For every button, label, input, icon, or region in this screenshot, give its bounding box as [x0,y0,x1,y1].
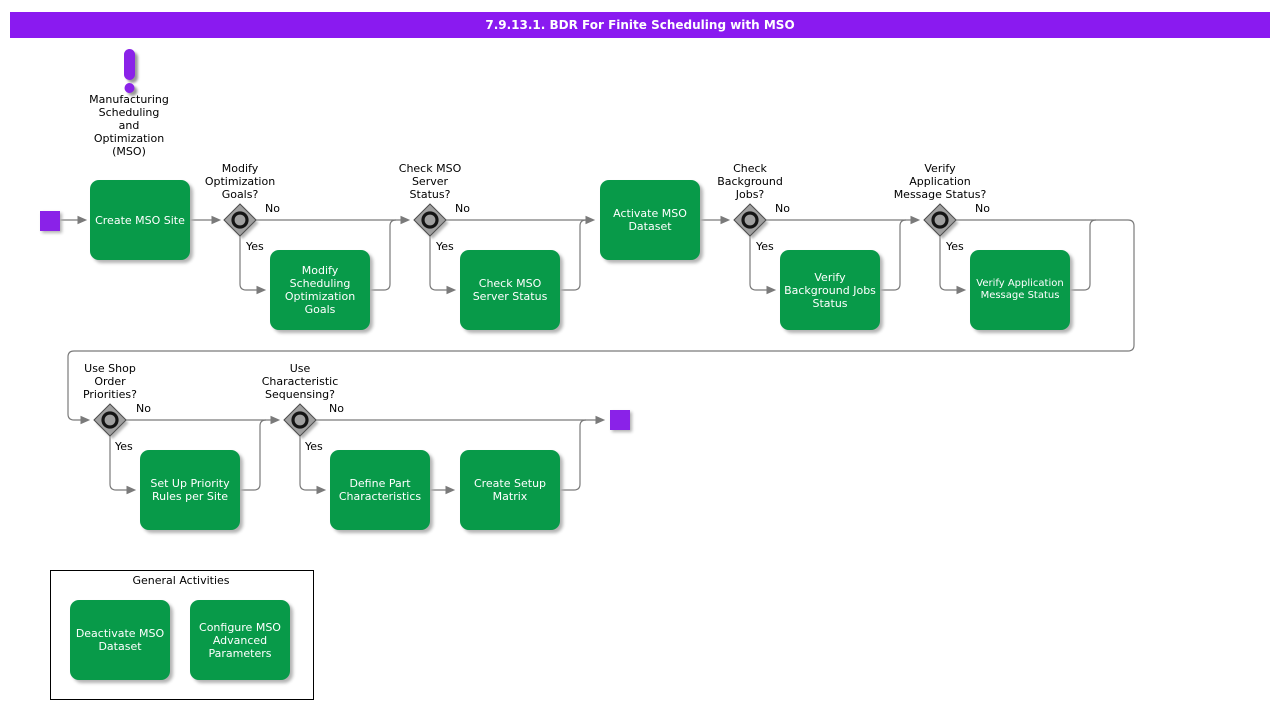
annotation-mso-label: Manufacturing Scheduling and Optimizatio… [89,93,169,158]
activity-label: Define Part Characteristics [338,477,422,503]
decision-label-check-background-jobs: Check Background Jobs? [717,162,783,201]
activity-set-up-priority-rules-per-site[interactable]: Set Up Priority Rules per Site [140,450,240,530]
branch-label-yes: Yes [246,240,264,253]
diagram-title: 7.9.13.1. BDR For Finite Scheduling with… [485,18,795,32]
activity-define-part-characteristics[interactable]: Define Part Characteristics [330,450,430,530]
decision-label-modify-optimization-goals: Modify Optimization Goals? [204,162,276,201]
activity-check-mso-server-status[interactable]: Check MSO Server Status [460,250,560,330]
group-title: General Activities [132,574,230,587]
activity-verify-application-message-status[interactable]: Verify Application Message Status [970,250,1070,330]
gateway-use-characteristic-sequensing[interactable] [283,403,319,439]
gateway-check-mso-server-status[interactable] [413,203,449,239]
connector-gw3-yes [749,236,777,295]
activity-label: Configure MSO Advanced Parameters [199,620,281,660]
activity-label: Modify Scheduling Optimization Goals [284,264,356,316]
gateway-check-background-jobs[interactable] [733,203,769,239]
gateway-use-shop-order-priorities[interactable] [93,403,129,439]
activity-label: Verify Background Jobs Status [784,270,876,310]
activity-label: Activate MSO Dataset [613,207,687,233]
activity-configure-mso-advanced-parameters[interactable]: Configure MSO Advanced Parameters [190,600,290,680]
diagram-title-bar: 7.9.13.1. BDR For Finite Scheduling with… [10,12,1270,38]
activity-label: Create Setup Matrix [473,477,547,503]
activity-activate-mso-dataset[interactable]: Activate MSO Dataset [600,180,700,260]
gateway-verify-application-message-status[interactable] [923,203,959,239]
branch-label-yes: Yes [305,440,323,453]
connector-priority-merge [240,419,267,491]
branch-label-yes: Yes [115,440,133,453]
exclamation-icon [124,49,138,96]
connector-gw2-yes [429,236,457,295]
branch-label-no: No [975,202,990,215]
branch-label-yes: Yes [946,240,964,253]
decision-label-verify-application-message-status: Verify Application Message Status? [893,162,987,201]
activity-label: Create MSO Site [95,213,185,227]
branch-label-no: No [775,202,790,215]
branch-label-yes: Yes [756,240,774,253]
activity-deactivate-mso-dataset[interactable]: Deactivate MSO Dataset [70,600,170,680]
activity-label: Verify Application Message Status [976,278,1064,301]
start-event-node[interactable] [40,211,60,231]
activity-verify-background-jobs-status[interactable]: Verify Background Jobs Status [780,250,880,330]
branch-label-no: No [455,202,470,215]
branch-label-yes: Yes [436,240,454,253]
connector-gw4-yes [939,236,967,295]
connector-matrix-merge [560,419,587,491]
end-event-node[interactable] [610,410,630,430]
activity-modify-scheduling-optimization-goals[interactable]: Modify Scheduling Optimization Goals [270,250,370,330]
decision-label-use-characteristic-sequensing: Use Characteristic Sequensing? [261,362,339,401]
activity-label: Deactivate MSO Dataset [75,627,165,653]
connector-verify-messages-merge [1070,219,1097,291]
connector-check-server-merge [560,219,587,291]
branch-label-no: No [265,202,280,215]
activity-label: Set Up Priority Rules per Site [150,477,230,503]
connector-gw6-yes [299,436,327,495]
connector-row-wrap [67,219,1135,425]
decision-label-check-mso-server-status: Check MSO Server Status? [398,162,462,201]
activity-label: Check MSO Server Status [472,277,548,303]
connector-gw5-yes [109,436,137,495]
connector-verify-jobs-merge [880,219,907,291]
branch-label-no: No [136,402,151,415]
activity-create-setup-matrix[interactable]: Create Setup Matrix [460,450,560,530]
branch-label-no: No [329,402,344,415]
activity-create-mso-site[interactable]: Create MSO Site [90,180,190,260]
gateway-modify-optimization-goals[interactable] [223,203,259,239]
connector-modify-goals-merge [370,219,397,291]
connector-gw1-yes [239,236,267,295]
decision-label-use-shop-order-priorities: Use Shop Order Priorities? [82,362,138,401]
